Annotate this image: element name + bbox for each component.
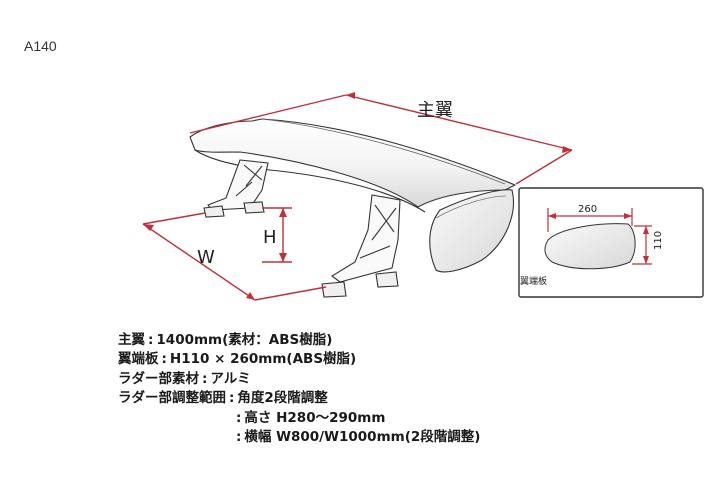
spec-value: 高さ H280〜290mm <box>244 409 386 426</box>
endplate-width-label: 260 <box>578 204 597 215</box>
width-dimension <box>142 212 327 301</box>
spec-separator: : <box>229 390 235 407</box>
spec-row-stay-material: ラダー部素材 : アルミ <box>118 370 480 389</box>
spec-value: アルミ <box>210 370 251 387</box>
spec-indent <box>118 409 233 428</box>
spec-key: ラダー部調整範囲 <box>118 390 226 407</box>
main-wing-label: 主翼 <box>417 100 453 121</box>
endplate-detail: 260 110 翼端板 <box>518 187 704 298</box>
main-wing <box>189 118 516 213</box>
spec-value: 横幅 W800/W1000mm(2段階調整) <box>244 429 481 446</box>
height-label: H <box>263 227 277 248</box>
spec-value: H110 × 260mm(ABS樹脂) <box>169 351 357 368</box>
spec-key: 主翼 <box>118 332 145 348</box>
spec-key: 翼端板 <box>118 351 159 368</box>
spec-separator: : <box>161 351 167 368</box>
spec-separator: : <box>236 409 242 426</box>
right-stay <box>321 194 401 298</box>
model-code: A140 <box>24 38 57 54</box>
spec-list: 主翼 : 1400mm(素材：ABS樹脂) 翼端板 : H110 × 260mm… <box>118 331 480 447</box>
spec-separator: : <box>236 429 242 446</box>
spec-row-main-wing: 主翼 : 1400mm(素材：ABS樹脂) <box>118 331 480 350</box>
spec-separator: : <box>202 370 208 387</box>
endplate-height-label: 110 <box>653 231 664 250</box>
spec-row-width-adjust: : 横幅 W800/W1000mm(2段階調整) <box>118 428 480 447</box>
main-wing-dimension <box>189 92 573 185</box>
spec-row-endplate: 翼端板 : H110 × 260mm(ABS樹脂) <box>118 350 480 369</box>
spec-key: ラダー部素材 <box>118 370 199 387</box>
wing-diagram: 主翼 H W 260 110 翼端 <box>142 92 704 301</box>
endplate-caption: 翼端板 <box>520 275 547 287</box>
left-stay <box>203 159 269 218</box>
spec-separator: : <box>148 332 154 348</box>
spec-row-height-adjust: : 高さ H280〜290mm <box>118 409 480 428</box>
spec-row-stay-adjust: ラダー部調整範囲 : 角度2段階調整 <box>118 389 480 408</box>
spec-indent <box>118 428 233 447</box>
spec-value: 1400mm(素材：ABS樹脂) <box>156 332 333 348</box>
width-label: W <box>197 247 215 268</box>
right-endplate <box>429 189 514 273</box>
height-dimension <box>262 207 292 263</box>
spec-value: 角度2段階調整 <box>237 390 328 407</box>
